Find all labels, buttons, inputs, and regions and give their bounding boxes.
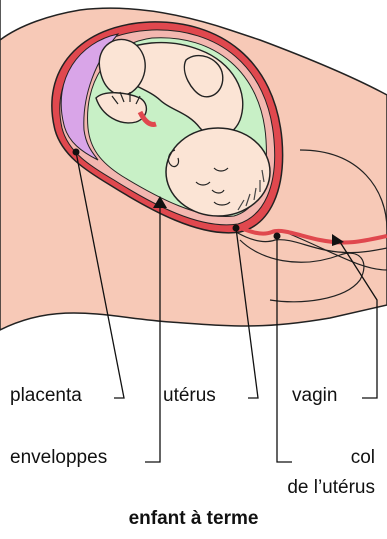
label-col-line1: col (351, 447, 375, 469)
label-col-line2: de l’utérus (287, 477, 375, 499)
label-uterus: utérus (163, 385, 216, 407)
dot-col (274, 233, 281, 240)
dot-uterus (233, 225, 240, 232)
baby-head (166, 128, 270, 216)
dot-placenta (73, 149, 80, 156)
label-placenta: placenta (10, 385, 82, 407)
diagram-caption: enfant à terme (0, 508, 387, 530)
label-vagin: vagin (292, 385, 337, 407)
baby-leg (99, 39, 145, 95)
label-enveloppes: enveloppes (10, 447, 107, 469)
